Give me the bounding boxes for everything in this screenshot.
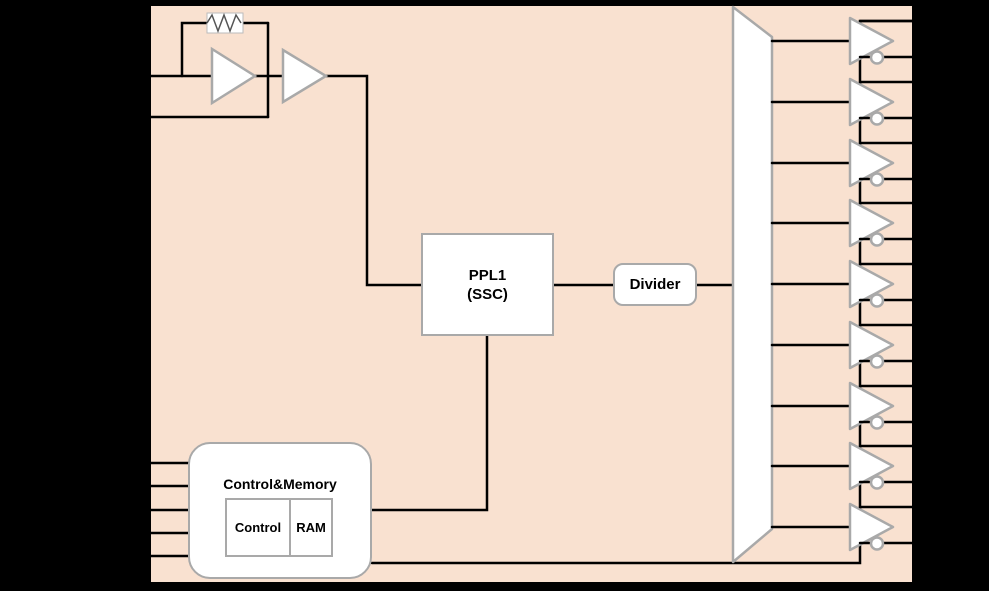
output-buffer-1-icon [848, 16, 895, 66]
output-buffer-3-icon [848, 138, 895, 188]
output-buffer-8-icon [848, 441, 895, 491]
inverter-bubble-8-icon [869, 475, 885, 490]
output-pins [858, 19, 920, 545]
core-wires [370, 283, 735, 512]
inverter-bubble-2-icon [869, 111, 885, 126]
output-buffer-2-icon [848, 77, 895, 127]
control-subblock: Control [234, 520, 282, 535]
ram-subblock: RAM [289, 500, 331, 555]
output-buffer-symbols [848, 16, 895, 552]
pll-block: PPL1 (SSC) [421, 233, 554, 336]
inverter-bubble-6-icon [869, 354, 885, 369]
oscillator-wires [148, 21, 423, 287]
output-buffer-6-icon [848, 320, 895, 370]
osc-amplifier-2-icon [281, 47, 329, 105]
inverter-bubble-5-icon [869, 293, 885, 308]
output-buffer-7-icon [848, 381, 895, 431]
resistor-zigzag-icon [206, 12, 242, 34]
divider-block: Divider [613, 263, 697, 306]
divider-label: Divider [629, 276, 681, 293]
inverter-bubble-3-icon [869, 172, 885, 187]
output-mux-trapezoid [731, 5, 774, 564]
inverter-bubble-9-icon [869, 536, 885, 551]
output-buffer-5-icon [848, 259, 895, 309]
osc-amplifier-1-icon [210, 46, 258, 106]
buffer-input-wires [770, 39, 852, 529]
control-to-pll-wire [370, 334, 489, 512]
control-input-pins [148, 461, 192, 558]
output-buffer-4-icon [848, 198, 895, 248]
control-memory-title: Control&Memory [223, 476, 337, 492]
pll-label-line1: PPL1 [468, 266, 507, 284]
pll-label-line2: (SSC) [467, 285, 508, 303]
control-memory-subblocks: Control RAM [225, 498, 333, 557]
inverter-bubble-1-icon [869, 50, 885, 65]
osc-to-pll-wire [324, 74, 423, 287]
inverter-bubble-4-icon [869, 232, 885, 247]
output-buffer-9-icon [848, 502, 895, 552]
inverter-bubbles [869, 50, 885, 551]
inverter-bubble-7-icon [869, 415, 885, 430]
